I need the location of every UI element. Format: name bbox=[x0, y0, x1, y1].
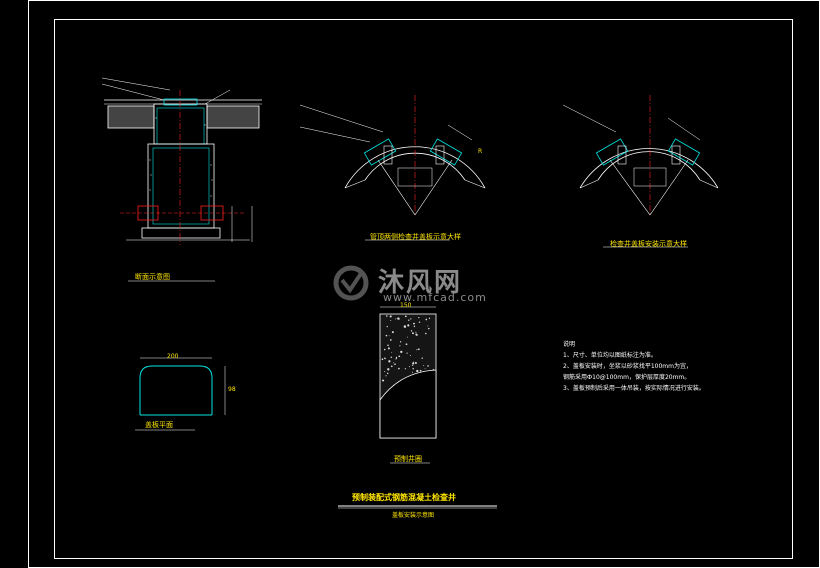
arch-detail-left bbox=[299, 95, 486, 241]
inner-frame bbox=[54, 19, 793, 559]
precast-top-dim: 150 bbox=[400, 302, 412, 309]
plan-caption: 盖板平面 bbox=[145, 421, 173, 429]
section-view bbox=[101, 77, 262, 282]
arch-radius-label: R bbox=[478, 148, 483, 155]
notes-item-1: 1、尺寸、单位均以图纸标注为准。 bbox=[563, 352, 657, 359]
notes-item-4: 3、盖板预制后采用一体吊装，按实际情况进行安装。 bbox=[563, 385, 705, 392]
watermark-text: 沐风网 bbox=[378, 268, 463, 298]
notes-heading: 说明 bbox=[563, 341, 576, 348]
arch-detail-left-caption: 管顶两侧检查井盖板示意大样 bbox=[370, 233, 461, 241]
arch-detail-right bbox=[562, 95, 719, 248]
plan-height-dim: 98 bbox=[228, 386, 236, 393]
watermark-logo-icon bbox=[333, 265, 369, 301]
notes-block: 说明 1、尺寸、单位均以图纸标注为准。 2、盖板安装时，坐浆以砂浆找平100mm… bbox=[563, 339, 705, 394]
arch-detail-right-caption: 检查井盖板安装示意大样 bbox=[610, 240, 687, 248]
watermark-url: www.mfcad.com bbox=[383, 291, 487, 304]
notes-item-3: 钢筋采用Ф10@100mm，保护层厚度20mm。 bbox=[563, 374, 691, 381]
precast-caption: 预制井圈 bbox=[394, 455, 422, 463]
notes-item-2: 2、盖板安装时，坐浆以砂浆找平100mm为宜， bbox=[563, 363, 692, 370]
precast-ring bbox=[379, 306, 437, 464]
plan-view bbox=[135, 357, 226, 431]
section-caption: 断面示意图 bbox=[135, 273, 170, 281]
plan-width-dim: 200 bbox=[167, 353, 179, 360]
main-title: 预制装配式钢筋混凝土检查井 bbox=[352, 493, 456, 502]
sub-title: 盖板安装示意图 bbox=[392, 512, 435, 519]
